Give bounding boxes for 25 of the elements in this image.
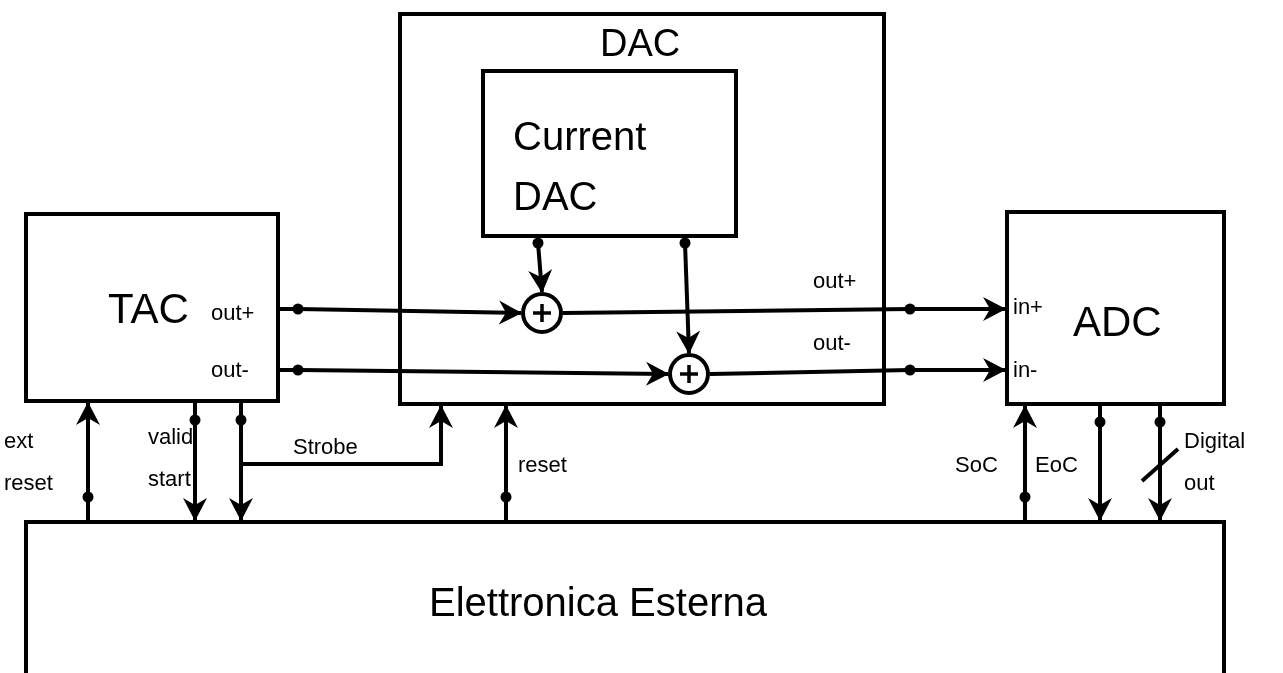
signal-label: ext reset [4,427,54,497]
block-label: Current DAC [513,113,648,220]
signal-label: EoC [1035,452,1078,478]
signal-label: Digital out [1184,427,1247,497]
port-label: in- [1013,359,1038,381]
signal-label: SoC [955,452,998,478]
block-box [398,12,886,406]
block-box [24,212,280,403]
block-label: DAC [600,24,681,62]
port-label: out+ [211,302,255,324]
signal-label: Strobe [293,434,358,460]
port-label: in+ [1013,296,1043,318]
signal-label: reset [518,452,567,478]
block-label: TAC [108,288,189,330]
port-label: out- [211,359,249,381]
block-box [24,520,1226,673]
summing-junction [521,292,563,334]
block-label: Elettronica Esterna [429,582,767,622]
block-label: ADC [1073,301,1162,343]
summing-junction [668,353,710,395]
signal-label: valid start [148,423,192,493]
signal-label: out- [813,330,851,356]
block-box [1005,210,1226,406]
block-box [481,69,738,238]
signal-label: out+ [813,268,857,294]
